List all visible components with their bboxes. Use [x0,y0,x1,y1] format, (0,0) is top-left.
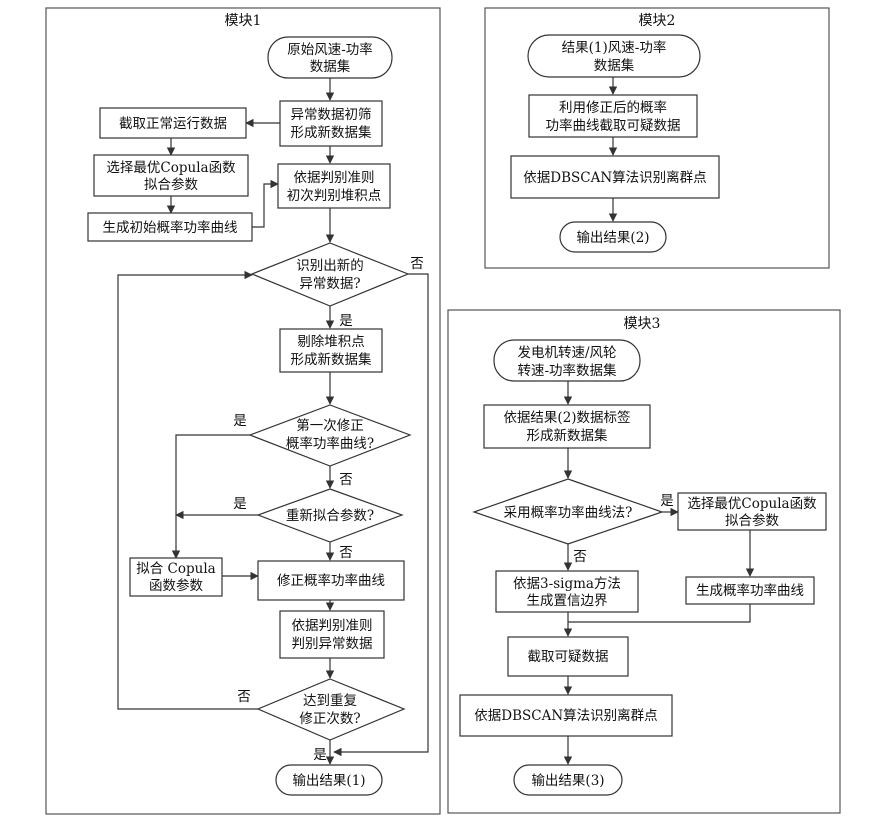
module1-connectors [117,78,429,765]
m2-start-line2: 数据集 [594,58,635,74]
m3-label-line1: 依据结果(2)数据标签 [503,409,631,426]
m2-output-terminal [559,221,667,253]
module2-frame [484,7,830,269]
m3-gen-curve-text: 生成概率功率曲线 [696,582,804,599]
m1-new-abnormal-no: 否 [410,256,424,272]
m1-correct-curve-box [257,560,405,601]
m3-start-line2: 转速-功率数据集 [517,362,617,379]
m3-label-box [483,404,651,449]
m2-use-curve-line1: 利用修正后的概率 [559,99,667,116]
m1-correct-curve-text: 修正概率功率曲线 [277,572,385,589]
m3-dbscan-text: 依据DBSCAN算法识别离群点 [474,707,657,724]
m1-first-correct-yes: 是 [233,413,247,429]
m1-first-correct-line1: 第一次修正 [296,417,364,434]
m1-refit-decision [256,488,404,543]
m1-screen-line1: 异常数据初筛 [291,106,372,123]
m1-repeat-line2: 修正次数? [299,711,360,727]
m1-output-terminal [275,764,383,796]
m1-judge-stack-line2: 初次判别堆积点 [287,187,382,204]
m1-fit-copula-line2: 函数参数 [149,577,203,594]
m1-cut-normal-box [99,107,247,139]
m1-new-abnormal-yes: 是 [339,313,353,329]
m3-sigma-line2: 生成置信边界 [527,593,608,609]
m1-first-correct-decision [248,404,412,467]
m2-dbscan-text: 依据DBSCAN算法识别离群点 [523,169,706,186]
m2-dbscan-box [510,155,720,199]
m3-label-line2: 形成新数据集 [527,428,608,444]
m2-output-text: 输出结果(2) [576,230,649,246]
m3-select-copula-line1: 选择最优Copula函数 [687,496,817,512]
m1-repeat-no: 否 [237,689,251,705]
m1-new-abnormal-line1: 识别出新的 [296,258,364,274]
module3-connectors [563,381,755,765]
module3-title: 模块3 [624,316,661,332]
m1-refit-no: 否 [339,545,353,561]
m3-dbscan-box [459,694,673,737]
m1-judge-abnormal-line2: 判别异常数据 [292,636,373,652]
m3-start-terminal [493,339,641,382]
m3-use-prob-yes: 是 [660,493,674,509]
m1-start-terminal [267,36,393,79]
m1-remove-stack-line2: 形成新数据集 [291,352,372,368]
m1-start-line2: 数据集 [310,59,351,75]
m1-refit-text: 重新拟合参数? [286,507,374,524]
m1-select-copula-line1: 选择最优Copula函数 [106,160,236,176]
m1-screen-box [279,100,383,147]
m2-use-curve-box [528,94,698,138]
module3-frame [447,309,841,814]
m3-select-copula-line2: 拟合参数 [725,512,779,529]
m1-select-copula-box [93,154,249,197]
m1-output-text: 输出结果(1) [292,773,365,789]
m1-judge-abnormal-line1: 依据判别准则 [292,618,373,634]
m3-output-text: 输出结果(3) [531,773,604,789]
m3-use-prob-no: 否 [573,549,587,565]
m1-first-correct-line2: 概率功率曲线? [286,435,374,452]
m1-select-copula-line2: 拟合参数 [144,176,198,193]
m1-judge-stack-line1: 依据判别准则 [294,170,375,186]
m1-remove-stack-line1: 剔除堆积点 [297,334,365,350]
m3-use-prob-text: 采用概率功率曲线法? [504,504,633,521]
m1-first-correct-no: 否 [339,472,353,488]
module2-title: 模块2 [639,13,676,29]
m1-repeat-yes: 是 [313,747,327,763]
m1-repeat-decision [256,678,406,741]
m3-cut-text: 截取可疑数据 [528,649,609,665]
m3-cut-box [507,636,629,677]
m3-sigma-line1: 依据3-sigma方法 [513,576,621,592]
m1-refit-yes: 是 [233,496,247,512]
m3-gen-curve-box [685,576,815,605]
m3-start-line1: 发电机转速/风轮 [517,345,616,361]
m3-use-prob-decision [472,478,664,545]
m1-new-abnormal-decision [250,242,410,307]
m1-start-line1: 原始风速-功率 [287,41,373,58]
m1-judge-stack-box [277,163,391,209]
module1-frame [45,7,441,815]
m1-fit-copula-line1: 拟合 Copula [136,561,215,577]
module1-title: 模块1 [225,13,262,29]
m2-start-line1: 结果(1)风速-功率 [562,39,667,56]
m1-cut-normal-text: 截取正常运行数据 [119,116,227,132]
m1-repeat-line1: 达到重复 [303,692,357,709]
m2-use-curve-line2: 功率曲线截取可疑数据 [546,117,681,134]
m1-judge-abnormal-box [279,610,385,659]
m1-gen-initial-box [87,212,253,242]
m3-select-copula-box [677,492,827,531]
m1-remove-stack-box [279,328,383,373]
m3-output-terminal [513,764,623,796]
m1-new-abnormal-line2: 异常数据? [299,276,360,292]
m2-start-terminal [527,34,701,78]
m1-gen-initial-text: 生成初始概率功率曲线 [103,219,238,236]
m3-sigma-box [495,570,639,613]
m1-fit-copula-box [129,557,223,597]
m1-screen-line2: 形成新数据集 [291,125,372,141]
